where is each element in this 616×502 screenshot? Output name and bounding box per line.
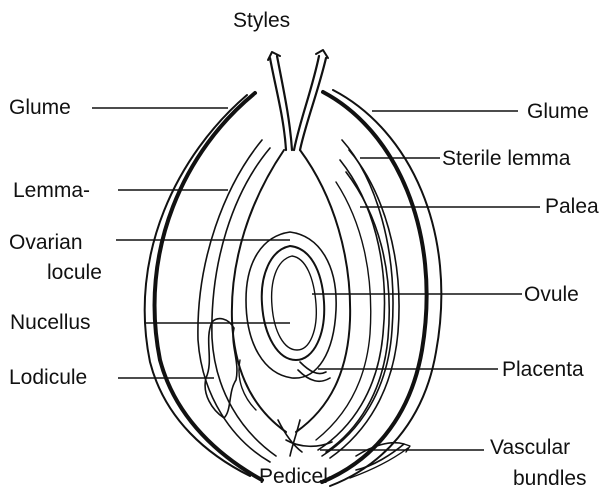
label-styles: Styles — [233, 10, 290, 31]
glume-right-shape — [322, 90, 441, 486]
label-ovule: Ovule — [524, 284, 579, 305]
styles-shape — [268, 50, 328, 150]
label-nucellus: Nucellus — [10, 312, 91, 333]
ovary-shape — [232, 150, 350, 432]
label-glume-left: Glume — [9, 97, 71, 118]
label-lemma: Lemma- — [13, 180, 90, 201]
label-pedicel: Pedicel- — [259, 466, 335, 487]
label-sterile-lemma: Sterile lemma — [442, 148, 570, 169]
lodicule-shape — [205, 319, 256, 418]
label-glume-right: Glume — [527, 101, 589, 122]
label-placenta: Placenta — [502, 359, 584, 380]
glume-left-shape — [145, 93, 262, 480]
label-vascular: Vascular — [490, 437, 570, 458]
label-locule: locule — [47, 262, 102, 283]
label-lodicule: Lodicule — [9, 367, 87, 388]
ovule-shape — [262, 246, 324, 360]
label-palea: Palea — [545, 196, 599, 217]
placenta-shape — [298, 362, 330, 381]
sterile-lemma-palea-shape — [316, 140, 399, 458]
label-ovarian: Ovarian — [9, 232, 83, 253]
label-bundles: bundles — [513, 468, 587, 489]
